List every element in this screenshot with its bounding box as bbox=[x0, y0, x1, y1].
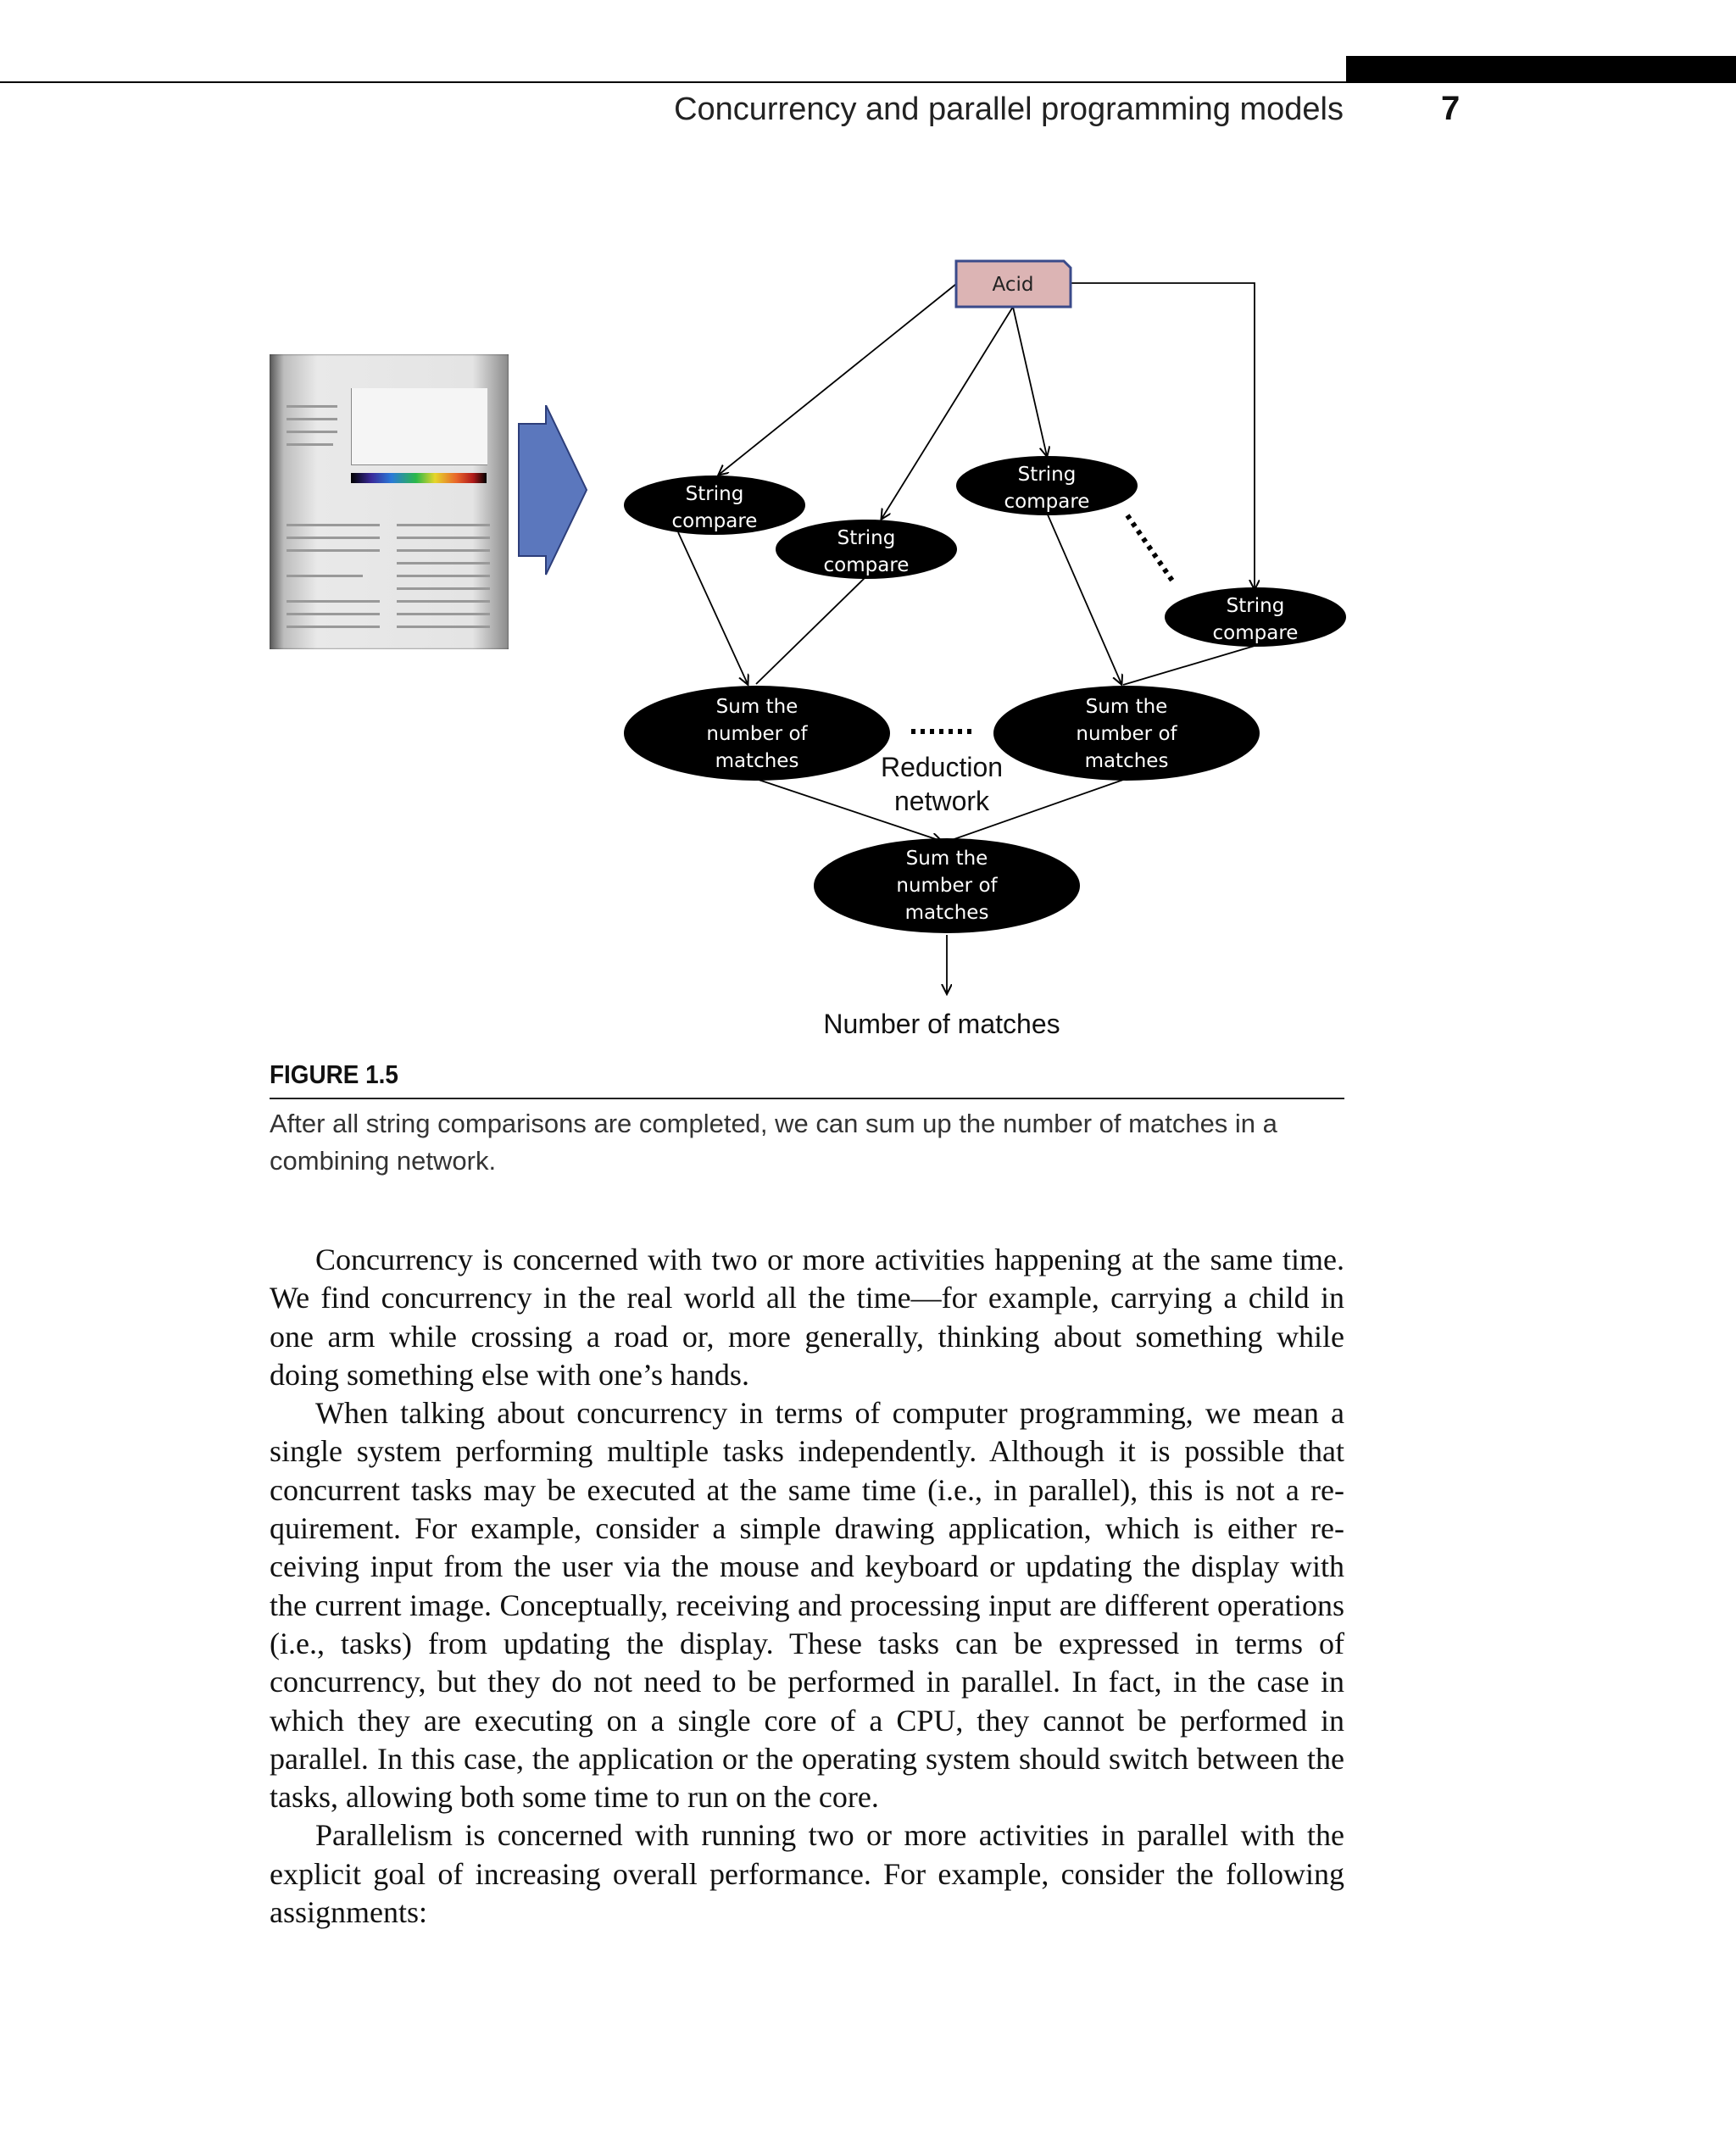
paragraph: Concurrency is concerned with two or mor… bbox=[270, 1243, 1344, 1392]
svg-text:number of: number of bbox=[706, 723, 808, 745]
reduction-label-line2: network bbox=[894, 786, 990, 816]
svg-text:compare: compare bbox=[1213, 622, 1299, 644]
ellipsis-dots-diagonal bbox=[1125, 514, 1177, 585]
block-arrow-icon bbox=[518, 405, 588, 576]
page-number: 7 bbox=[1441, 90, 1461, 127]
svg-text:Sum the: Sum the bbox=[906, 848, 988, 870]
svg-text:compare: compare bbox=[672, 510, 758, 532]
book-page-photo bbox=[270, 354, 509, 649]
svg-text:String: String bbox=[686, 483, 744, 505]
sum-node-final: Sum the number of matches bbox=[814, 838, 1080, 933]
sum-node: Sum the number of matches bbox=[624, 686, 890, 781]
header-black-bar bbox=[1346, 56, 1736, 82]
acid-label: Acid bbox=[993, 274, 1034, 296]
header-rule bbox=[0, 81, 1736, 83]
svg-text:Sum the: Sum the bbox=[716, 696, 798, 718]
string-compare-node: String compare bbox=[624, 475, 805, 535]
svg-text:compare: compare bbox=[824, 554, 910, 576]
svg-text:number of: number of bbox=[1076, 723, 1177, 745]
body-text: Concurrency is concerned with two or mor… bbox=[270, 1241, 1344, 1932]
reduction-label-line1: Reduction bbox=[881, 752, 1003, 782]
svg-text:matches: matches bbox=[715, 750, 799, 772]
svg-text:String: String bbox=[1018, 464, 1077, 486]
figure-rule bbox=[270, 1098, 1344, 1099]
figure-label: FIGURE 1.5 bbox=[270, 1059, 398, 1089]
paragraph: Parallelism is concerned with running tw… bbox=[270, 1818, 1344, 1930]
svg-text:String: String bbox=[1227, 595, 1285, 617]
running-head: Concurrency and parallel programming mod… bbox=[674, 92, 1344, 127]
acid-node: Acid bbox=[954, 259, 1072, 309]
figure-caption: After all string comparisons are complet… bbox=[270, 1109, 1277, 1176]
svg-text:String: String bbox=[837, 527, 896, 549]
sum-node: Sum the number of matches bbox=[993, 686, 1260, 781]
svg-text:compare: compare bbox=[1004, 491, 1090, 513]
string-compare-node: String compare bbox=[956, 456, 1138, 515]
string-compare-node: String compare bbox=[1165, 587, 1346, 647]
output-label: Number of matches bbox=[823, 1009, 1060, 1039]
string-compare-node: String compare bbox=[776, 520, 957, 579]
svg-text:Sum the: Sum the bbox=[1086, 696, 1168, 718]
svg-text:number of: number of bbox=[896, 875, 998, 897]
svg-text:matches: matches bbox=[905, 902, 989, 924]
svg-text:matches: matches bbox=[1085, 750, 1169, 772]
paragraph: When talking about concurrency in terms … bbox=[270, 1396, 1344, 1815]
